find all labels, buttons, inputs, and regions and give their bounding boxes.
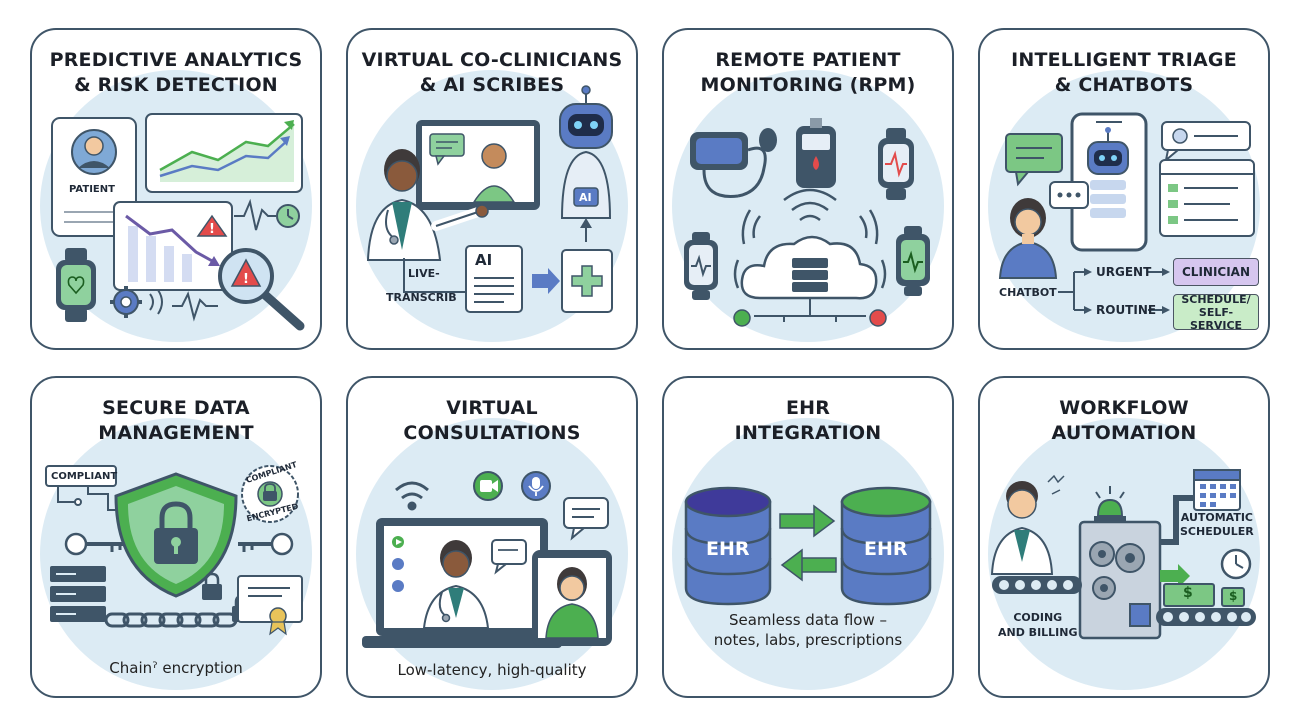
live-transcribe-label: LIVE- TRANSCRIB xyxy=(386,267,457,304)
patient-woman-icon xyxy=(998,198,1058,279)
card-title: WORKFLOW AUTOMATION xyxy=(1051,397,1197,444)
key-left-icon xyxy=(64,532,124,556)
patient-label: PATIENT xyxy=(69,184,115,195)
conveyor-belt-icon xyxy=(992,576,1256,626)
ehr-database-left-icon xyxy=(684,486,772,606)
glucometer-icon xyxy=(796,118,836,188)
typing-bubble-icon xyxy=(1049,181,1089,209)
card-ehr-integration: EHR INTEGRATION EHR EHR Seamless data fl… xyxy=(662,376,954,698)
chat-message-icon xyxy=(563,497,609,541)
video-monitor-icon xyxy=(416,120,540,210)
money-bills-icon xyxy=(1163,583,1245,607)
compliant-tag-label: COMPLIANT xyxy=(51,471,118,482)
shield-lock-icon xyxy=(114,472,238,598)
co-clinician-illustration xyxy=(366,85,613,313)
card-title: INTELLIGENT TRIAGE & CHATBOTS xyxy=(1011,49,1237,96)
consultation-illustration xyxy=(362,471,612,648)
money-symbol-main: $ xyxy=(1183,585,1193,601)
gear-signal-icon xyxy=(110,286,218,322)
card-caption: Chainˀ encryption xyxy=(109,659,243,677)
card-remote-patient-monitoring: REMOTE PATIENT MONITORING (RPM) xyxy=(662,28,954,350)
secure-data-illustration xyxy=(45,465,303,636)
ehr-left-label: EHR xyxy=(706,538,750,560)
card-title: VIRTUAL CO-CLINICIANS & AI SCRIBES xyxy=(361,49,623,96)
smartwatch-icon xyxy=(56,248,96,322)
urgent-label: URGENT xyxy=(1096,265,1152,279)
smartwatch-icon xyxy=(878,128,914,200)
tablet-icon xyxy=(532,550,612,646)
card-virtual-consultations: VIRTUAL CONSULTATIONS xyxy=(346,376,638,698)
output-arrow-icon xyxy=(1160,564,1190,588)
laptop-icon xyxy=(362,518,562,648)
svg-text:!: ! xyxy=(209,222,215,237)
magnifier-alert-icon: ! xyxy=(218,248,305,331)
ehr-database-right-icon xyxy=(840,486,932,606)
server-rack-icon xyxy=(50,566,106,622)
card-workflow-automation: WORKFLOW AUTOMATION xyxy=(978,376,1270,698)
automation-machine-icon xyxy=(1078,520,1162,640)
robot-ai-badge: AI xyxy=(579,191,592,204)
predictive-illustration: ! ! xyxy=(51,113,305,331)
stressed-doctor-icon xyxy=(990,474,1065,575)
compliance-seal-icon xyxy=(241,465,299,523)
chatbot-label: CHATBOT xyxy=(999,286,1057,299)
heartbeat-clock-icon xyxy=(234,198,300,231)
card-virtual-co-clinicians: VIRTUAL CO-CLINICIANS & AI SCRIBES xyxy=(346,28,638,350)
card-caption: Low-latency, high-quality xyxy=(397,661,587,679)
pipe-connector xyxy=(1160,495,1194,545)
card-title: REMOTE PATIENT MONITORING (RPM) xyxy=(700,49,916,96)
padlock-left-icon xyxy=(202,572,222,600)
key-right-icon xyxy=(238,532,294,556)
blood-pressure-cuff-icon xyxy=(690,128,777,198)
ai-document-label: AI xyxy=(475,251,493,269)
ehr-right-label: EHR xyxy=(864,538,908,560)
transcription-flow xyxy=(403,218,613,313)
declining-chart-icon: ! xyxy=(113,201,233,291)
clock-icon xyxy=(1220,548,1252,580)
calendar-icon xyxy=(1193,469,1241,511)
doctor-icon xyxy=(366,149,489,261)
profile-bubble-icon xyxy=(1161,121,1251,163)
chain-icon xyxy=(104,612,238,628)
automatic-scheduler-label: AUTOMATIC SCHEDULER xyxy=(1180,511,1254,538)
microphone-icon xyxy=(521,471,551,501)
cloud-server-icon xyxy=(733,235,887,327)
triage-illustration xyxy=(998,112,1255,314)
video-call-icon xyxy=(473,471,503,501)
triage-routing-arrows xyxy=(1058,271,1162,311)
sync-arrows-icon xyxy=(779,504,837,582)
list-window-icon xyxy=(1159,159,1255,237)
chat-bubble-icon xyxy=(1005,133,1063,187)
card-title: EHR INTEGRATION xyxy=(734,397,882,444)
card-predictive-analytics: PREDICTIVE ANALYTICS & RISK DETECTION xyxy=(30,28,322,350)
schedule-pill: SCHEDULE/ SELF-SERVICE xyxy=(1173,293,1259,332)
card-intelligent-triage: INTELLIGENT TRIAGE & CHATBOTS xyxy=(978,28,1270,350)
card-secure-data-management: SECURE DATA MANAGEMENT xyxy=(30,376,322,698)
clinician-pill: CLINICIAN xyxy=(1173,258,1259,286)
wifi-icon xyxy=(395,481,429,511)
money-symbol-small: $ xyxy=(1229,589,1238,603)
compliant-tag-box xyxy=(45,465,117,487)
smartwatch-left-icon xyxy=(684,232,718,300)
alarm-light-icon xyxy=(1094,486,1126,522)
svg-text:!: ! xyxy=(243,272,249,287)
wireless-signal-icon xyxy=(733,188,887,289)
ehr-illustration xyxy=(684,486,932,606)
routine-label: ROUTINE xyxy=(1096,303,1157,317)
certificate-icon xyxy=(237,575,303,636)
rpm-illustration xyxy=(684,118,930,327)
card-caption: Seamless data flow – notes, labs, prescr… xyxy=(713,611,903,649)
ai-robot-icon xyxy=(559,85,613,219)
smartwatch-bottom-icon xyxy=(896,226,930,296)
workflow-illustration xyxy=(990,469,1256,640)
card-title: PREDICTIVE ANALYTICS & RISK DETECTION xyxy=(49,49,303,96)
card-title: SECURE DATA MANAGEMENT xyxy=(98,397,254,444)
card-title: VIRTUAL CONSULTATIONS xyxy=(403,397,581,444)
coding-billing-label: CODING AND BILLING xyxy=(998,611,1078,639)
smartphone-chatbot-icon xyxy=(1070,112,1148,252)
circuit-lines xyxy=(57,486,122,511)
trend-chart-icon xyxy=(145,113,303,193)
